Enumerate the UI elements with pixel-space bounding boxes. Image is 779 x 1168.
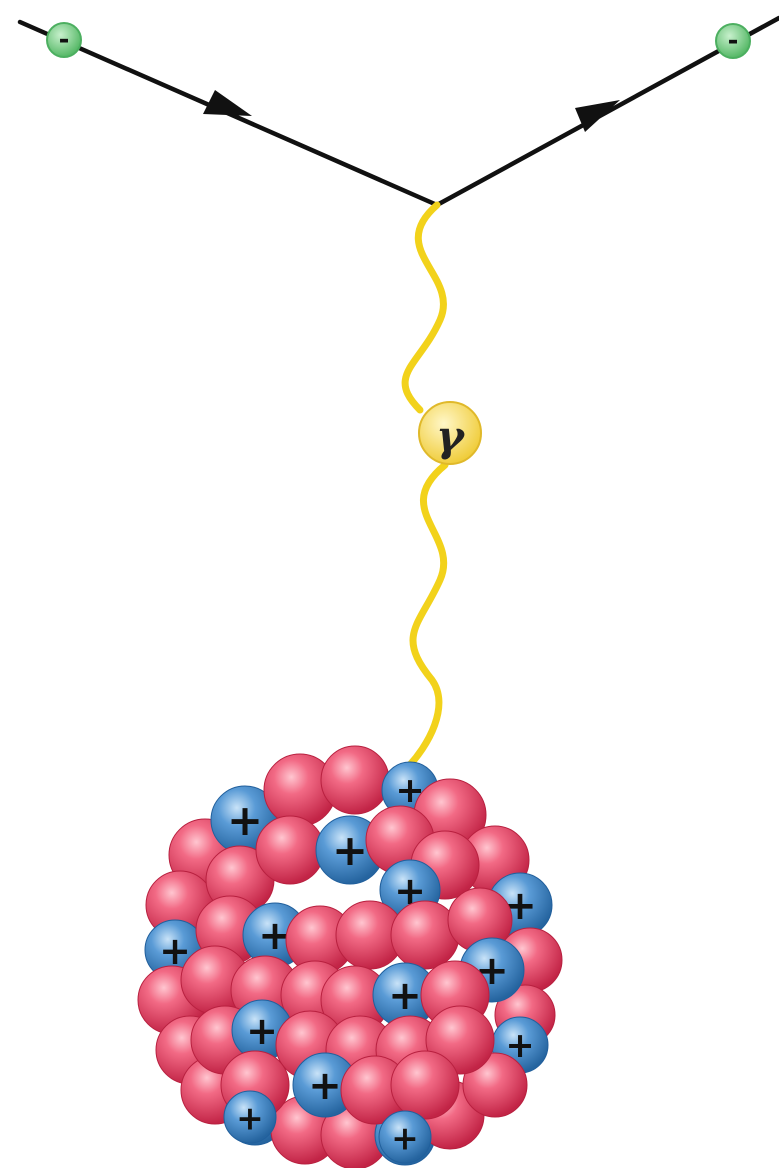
photon-icon: γ [419,402,481,464]
electron-paths [20,18,779,205]
proton-icon: + [379,1111,431,1163]
proton-icon: + [224,1091,276,1143]
incoming-electron-icon: - [47,23,81,57]
proton-sign: + [236,1099,264,1138]
proton-sign: + [332,826,368,876]
proton-sign: + [308,1063,342,1109]
photon-wave [405,205,445,770]
outgoing-electron-sign: - [728,26,739,56]
photon-symbol: γ [436,412,466,461]
nucleus: ++++++++++++++++ [138,746,562,1168]
outgoing-electron-icon: - [716,24,750,58]
proton-sign: + [246,1009,278,1053]
neutron-icon [391,1051,459,1119]
neutron-icon [256,816,324,884]
incoming-arrow-head [203,90,252,116]
proton-sign: + [391,1119,419,1158]
incoming-electron-sign: - [59,25,70,55]
proton-sign: + [388,973,422,1019]
neutron-icon [321,746,389,814]
